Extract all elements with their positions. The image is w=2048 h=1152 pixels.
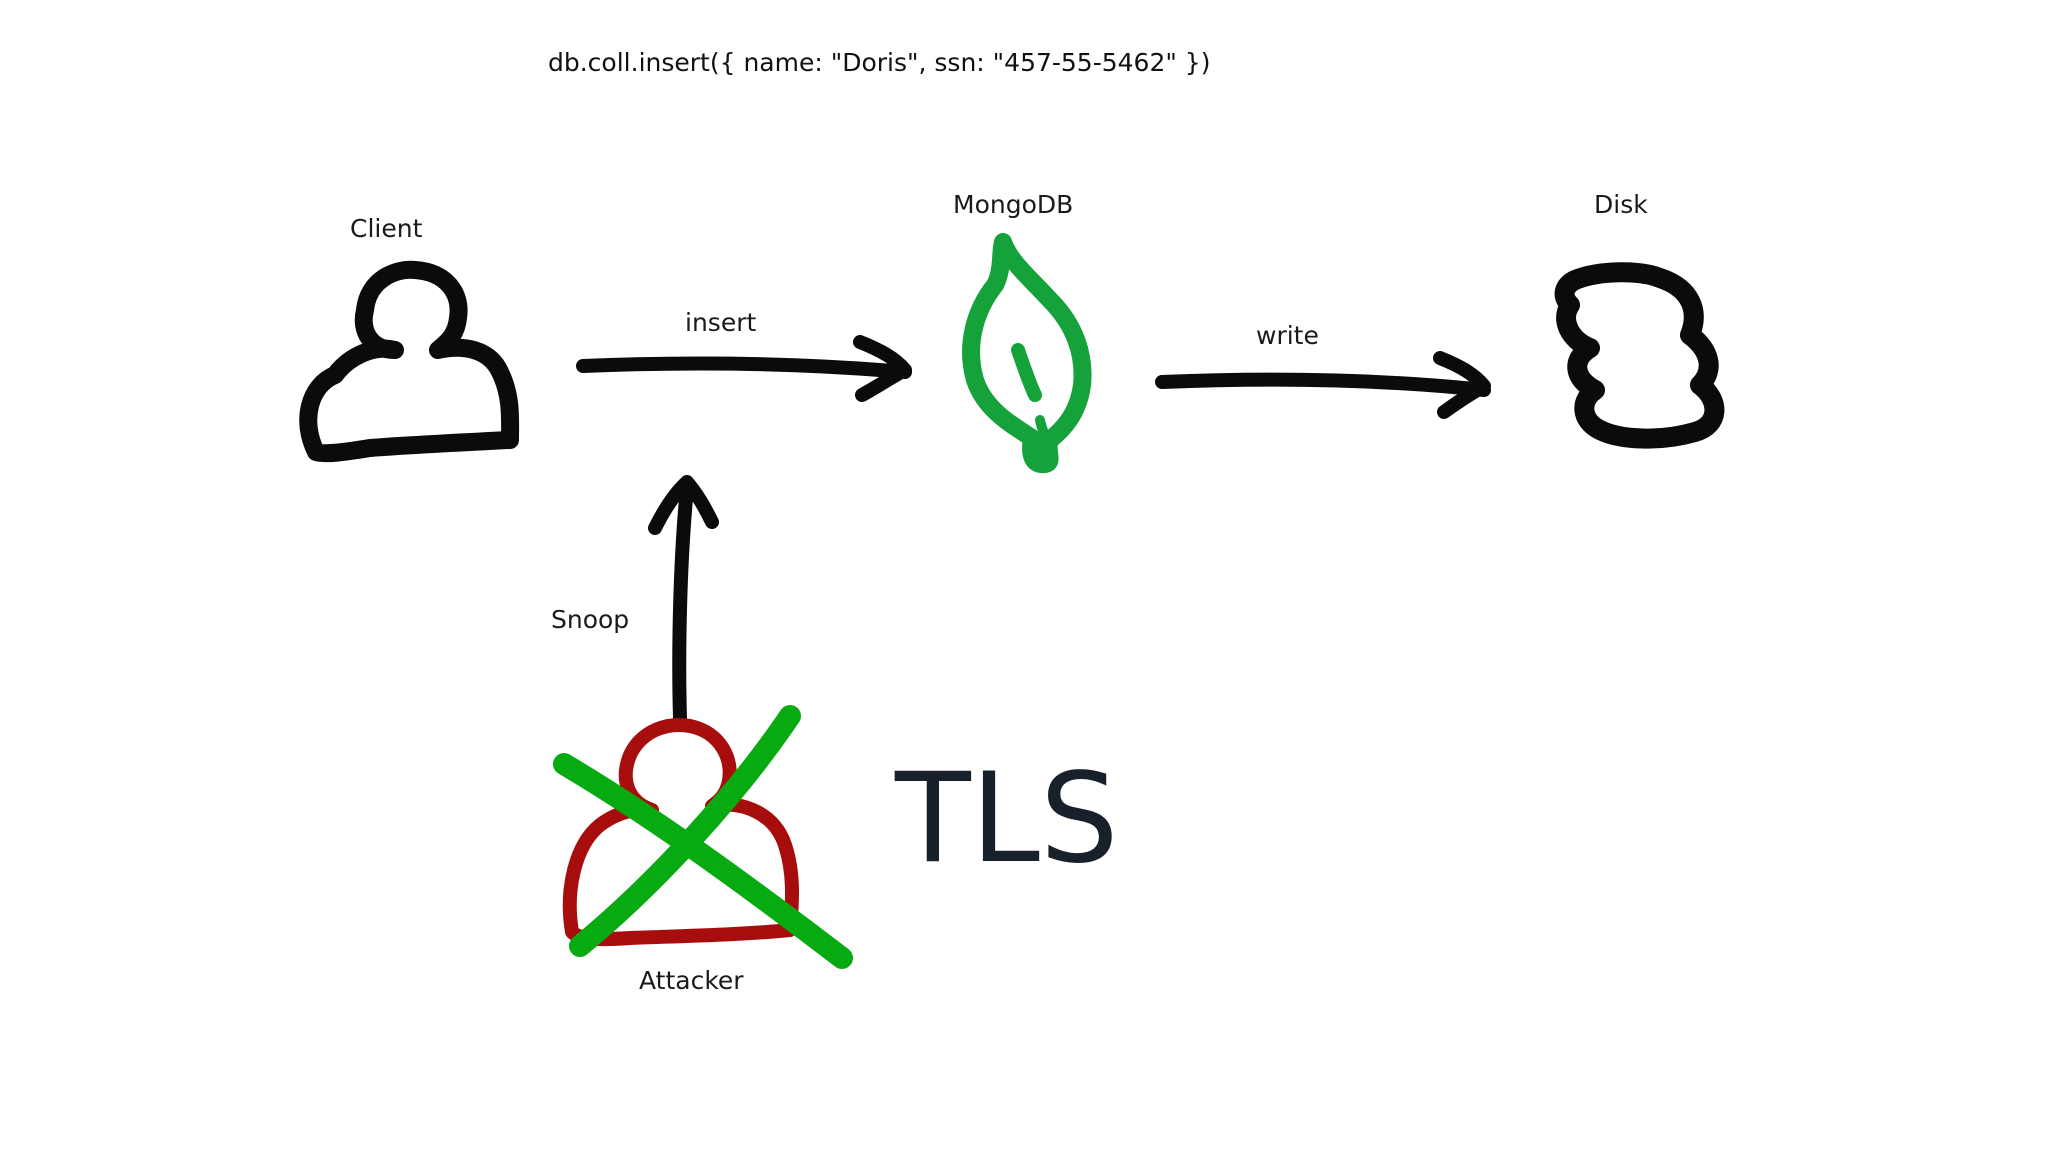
client-label: Client (350, 214, 423, 243)
mongodb-leaf-icon (962, 233, 1092, 474)
write-arrow (1155, 351, 1491, 419)
disk-icon (1554, 262, 1725, 449)
blocked-cross-icon (553, 705, 853, 969)
code-command: db.coll.insert({ name: "Doris", ssn: "45… (548, 48, 1211, 77)
attacker-label: Attacker (639, 966, 744, 995)
client-person-icon (299, 260, 520, 463)
snoop-label: Snoop (551, 605, 630, 634)
tls-label: TLS (895, 747, 1119, 891)
mongodb-label: MongoDB (953, 190, 1074, 219)
disk-label: Disk (1594, 190, 1648, 219)
insert-arrow (576, 335, 912, 402)
insert-label: insert (685, 308, 757, 337)
write-label: write (1256, 321, 1319, 350)
snoop-arrow (648, 475, 719, 725)
